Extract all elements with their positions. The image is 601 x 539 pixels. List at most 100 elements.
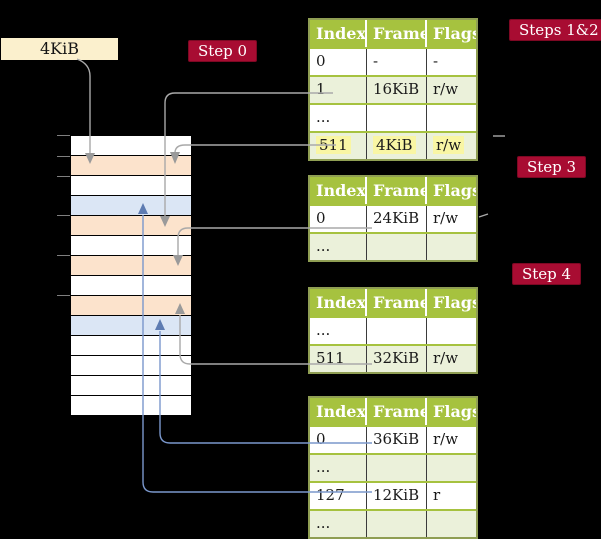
stack-tick-5 <box>57 295 70 296</box>
column-header-frame: Frame <box>367 398 427 425</box>
badge-step-4: Step 4 <box>512 263 582 285</box>
table-row-1: ... <box>310 453 476 481</box>
highlighted-value: r/w <box>433 136 465 154</box>
column-header-flags: Flags <box>433 293 476 312</box>
stack-tick-2 <box>57 176 70 177</box>
table-cell <box>427 455 476 481</box>
table-cell: 1 <box>310 77 367 103</box>
badge-steps-1-2: Steps 1&2 <box>509 19 601 41</box>
column-header-index: Index <box>310 177 367 204</box>
table-row-2: ... <box>310 103 476 131</box>
stub-dash-right-of-entry0 <box>478 213 489 218</box>
table-cell <box>427 318 476 344</box>
memory-frame-row-0 <box>71 136 191 156</box>
column-header-index: Index <box>310 398 367 425</box>
table-cell <box>427 234 476 260</box>
stack-tick-4 <box>57 255 70 256</box>
memory-frame-row-3 <box>71 196 191 216</box>
table-cell: - <box>367 49 427 75</box>
table-cell: ... <box>310 455 367 481</box>
badge-step-0: Step 0 <box>188 40 258 62</box>
memory-frame-row-5 <box>71 236 191 256</box>
memory-frame-row-12 <box>71 376 191 396</box>
table-cell: 36KiB <box>367 427 427 453</box>
table-cell <box>367 511 427 537</box>
table-cell <box>367 455 427 481</box>
table-cell <box>367 318 427 344</box>
column-header-frame: Frame <box>367 20 427 47</box>
column-header-index: Index <box>310 289 367 316</box>
table-row-3: 511 4KiB r/w <box>310 131 476 159</box>
table-cell: 4KiB <box>367 133 427 159</box>
table-cell <box>367 105 427 131</box>
badge-step-3: Step 3 <box>517 156 587 178</box>
highlighted-value: 4KiB <box>373 136 416 154</box>
table-cell: ... <box>310 511 367 537</box>
stack-tick-1 <box>57 156 70 157</box>
table-row-3: ... <box>310 509 476 537</box>
table-cell: r/w <box>433 349 459 367</box>
table-cell: 0 <box>310 49 367 75</box>
column-header-frame: Frame <box>367 289 427 316</box>
memory-frame-row-8 <box>71 296 191 316</box>
memory-frame-row-1 <box>71 156 191 176</box>
table-cell: 16KiB <box>367 77 427 103</box>
table-cell: ... <box>310 318 367 344</box>
memory-frame-row-9 <box>71 316 191 336</box>
table-row-1: ... <box>310 232 476 260</box>
table-cell: 12KiB <box>367 483 427 509</box>
table-row-0: ... <box>310 316 476 344</box>
memory-frame-row-7 <box>71 276 191 296</box>
table-cell: 0 <box>310 427 367 453</box>
table-cell: 32KiB <box>367 346 427 372</box>
table-cell <box>427 511 476 537</box>
page-size-label: 4KiB <box>39 39 79 58</box>
table-cell <box>367 234 427 260</box>
table-cell: ... <box>310 234 367 260</box>
memory-stack <box>70 135 192 416</box>
table-cell: r <box>433 486 441 504</box>
table-cell: 24KiB <box>367 206 427 232</box>
table-cell: 127 <box>310 483 367 509</box>
memory-frame-row-13 <box>71 396 191 415</box>
table-cell: 0 <box>310 206 367 232</box>
page-size-box: 4KiB <box>1 38 118 60</box>
table-cell: 511 <box>310 133 367 159</box>
memory-frame-row-11 <box>71 356 191 376</box>
memory-frame-row-2 <box>71 176 191 196</box>
column-header-flags: Flags <box>433 181 476 200</box>
column-header-flags: Flags <box>433 24 476 43</box>
page-table-walk-diagram: 4KiB Step 0 Steps 1&2 Step 3 Step 4 Inde… <box>1 18 601 539</box>
table-row-0: 0-- <box>310 47 476 75</box>
table-cell: ... <box>310 105 367 131</box>
column-header-frame: Frame <box>367 177 427 204</box>
table-cell: r/w <box>433 209 459 227</box>
column-header-index: Index <box>310 20 367 47</box>
memory-frame-row-4 <box>71 216 191 236</box>
table-cell: 511 <box>310 346 367 372</box>
memory-frame-row-6 <box>71 256 191 276</box>
memory-frame-row-10 <box>71 336 191 356</box>
stack-tick-0 <box>57 135 70 136</box>
table-cell: r/w <box>433 80 459 98</box>
table-cell: r/w <box>427 133 476 159</box>
stack-tick-3 <box>57 215 70 216</box>
table-cell: - <box>433 52 439 70</box>
table-cell <box>427 105 476 131</box>
highlighted-value: 511 <box>316 136 351 154</box>
table-cell: r/w <box>433 430 459 448</box>
column-header-flags: Flags <box>433 402 476 421</box>
